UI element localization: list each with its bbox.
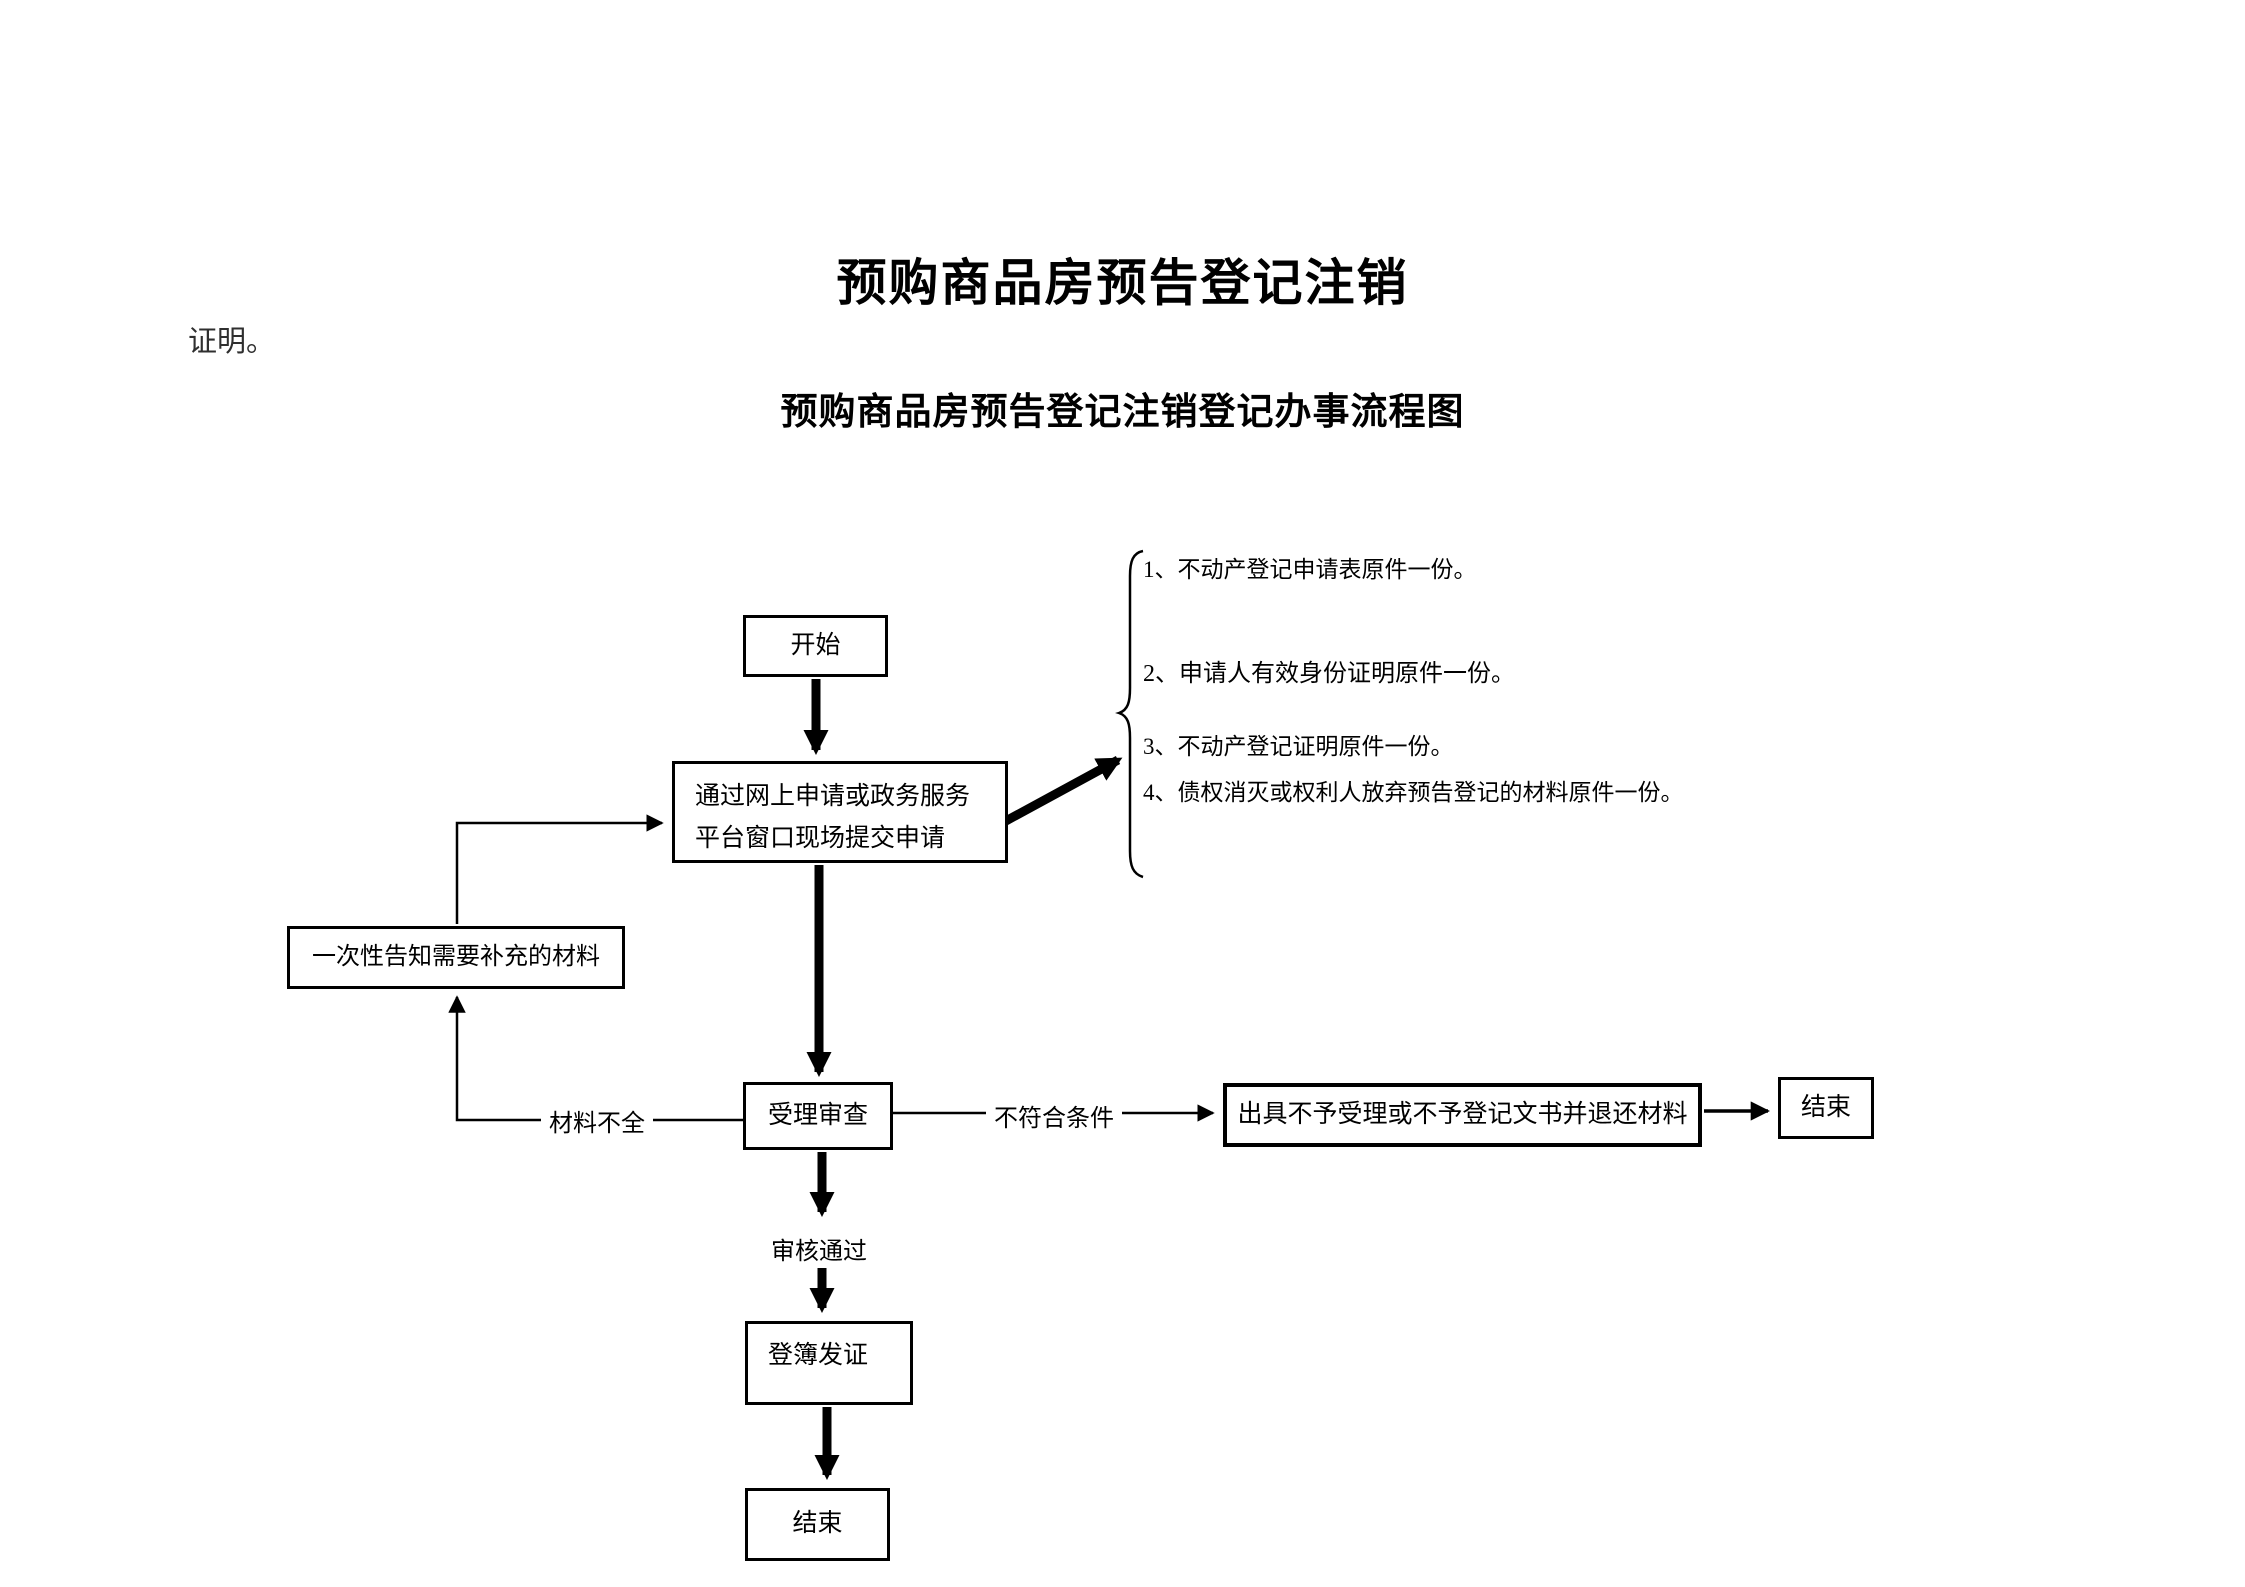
flow-node-start: 开始 [743,615,888,677]
flow-node-register-issue: 登簿发证 [745,1321,913,1405]
flow-node-notify-supplement: 一次性告知需要补充的材料 [287,926,625,989]
material-item-1: 1、不动产登记申请表原件一份。 [1143,557,1477,582]
flowchart-title: 预购商品房预告登记注销登记办事流程图 [780,392,1465,433]
edge-label-materials-incomplete: 材料不全 [541,1103,653,1138]
page-title: 预购商品房预告登记注销 [836,255,1409,311]
flow-node-apply: 通过网上申请或政务服务平台窗口现场提交申请 [672,761,1008,863]
material-item-4: 4、债权消灭或权利人放弃预告登记的材料原件一份。 [1143,780,1684,805]
material-item-2: 2、申请人有效身份证明原件一份。 [1143,661,1515,687]
edge-notify-to-apply [455,814,664,924]
material-item-3: 3、不动产登记证明原件一份。 [1143,734,1454,759]
edge-review-to-notify [448,995,743,1122]
flow-node-end-right: 结束 [1778,1077,1874,1139]
flow-node-end-bottom: 结束 [745,1488,890,1561]
intro-paragraph-fragment: 证明。 [188,326,276,358]
materials-brace [1115,549,1144,879]
flow-node-reject-document: 出具不予受理或不予登记文书并退还材料 [1223,1083,1702,1147]
edge-label-review-approved: 审核通过 [771,1239,867,1265]
edge-apply-to-materials [1001,756,1123,826]
edge-label-not-qualified: 不符合条件 [986,1098,1122,1133]
flow-node-review: 受理审查 [743,1082,893,1150]
